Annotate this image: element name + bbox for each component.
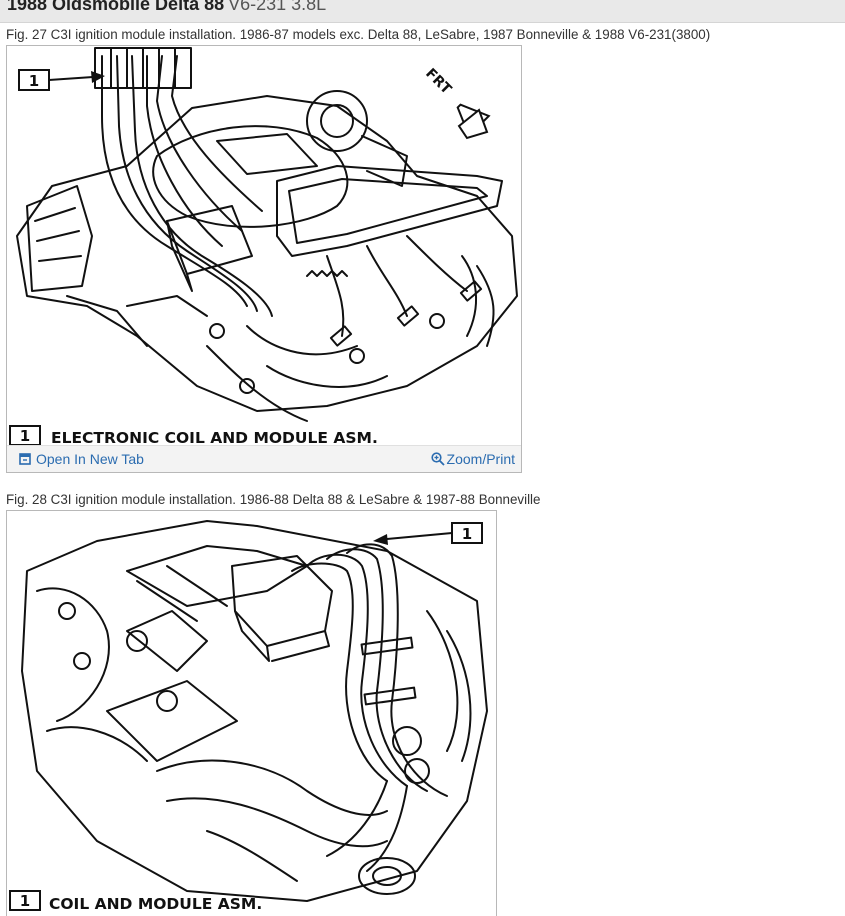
figure-27-footer: Open In New Tab Zoom/Print [7, 445, 521, 472]
zoom-magnifier-icon [430, 452, 445, 469]
svg-text:1: 1 [20, 892, 30, 910]
front-direction-label: FRT [422, 66, 454, 98]
vehicle-engine: V6-231 3.8L [228, 0, 327, 14]
open-in-new-tab-label: Open In New Tab [36, 451, 144, 467]
zoom-print-label: Zoom/Print [446, 451, 515, 467]
front-arrow-icon [456, 103, 491, 140]
figure-27-illustration[interactable]: 1 FRT 1 ELECTRONIC COIL AND MODULE ASM. [7, 46, 521, 446]
open-in-new-tab-link[interactable]: Open In New Tab [19, 451, 144, 468]
figure-28-legend-label: COIL AND MODULE ASM. [49, 895, 262, 913]
svg-text:1: 1 [20, 427, 30, 445]
figure-28-caption: Fig. 28 C3I ignition module installation… [6, 492, 541, 507]
open-in-new-tab-icon [19, 452, 31, 468]
figure-28: 1 1 COIL AND MODULE ASM. [6, 510, 497, 916]
svg-text:1: 1 [29, 72, 39, 90]
zoom-print-link[interactable]: Zoom/Print [430, 451, 515, 469]
figure-27: 1 FRT 1 ELECTRONIC COIL AND MODULE ASM. … [6, 45, 522, 473]
svg-text:1: 1 [462, 525, 472, 543]
figure-27-legend-label: ELECTRONIC COIL AND MODULE ASM. [51, 429, 378, 446]
figure-28-illustration[interactable]: 1 1 COIL AND MODULE ASM. [7, 511, 496, 916]
vehicle-model: 1988 Oldsmobile Delta 88 [7, 0, 225, 14]
figure-27-caption: Fig. 27 C3I ignition module installation… [6, 27, 711, 42]
